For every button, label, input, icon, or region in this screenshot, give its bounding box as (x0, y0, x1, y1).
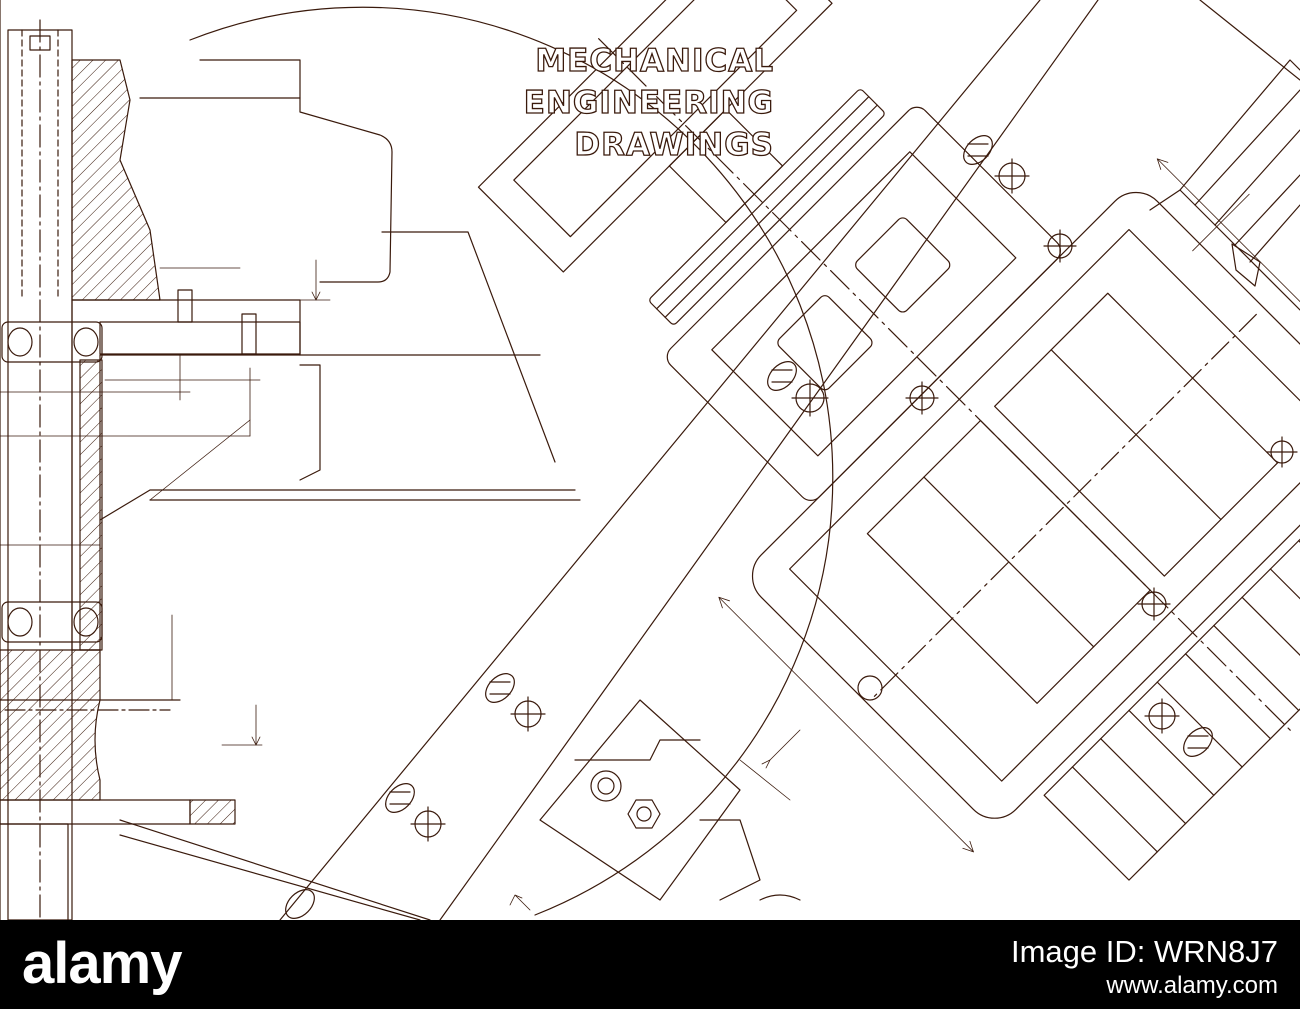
lower-clamp (509, 699, 801, 911)
title-line-1: MECHANICAL (535, 42, 774, 79)
flange-plate (99, 321, 301, 355)
image-id-label: Image ID: WRN8J7 (1010, 934, 1278, 969)
motor-fins (1043, 483, 1300, 881)
stock-watermark-bar: alamy Image ID: WRN8J7 www.alamy.com (0, 920, 1300, 1009)
title-line-2: ENGINEERING (523, 84, 774, 121)
alamy-logo: alamy (22, 931, 182, 996)
i-beam (99, 354, 581, 521)
hatched-housing (71, 59, 161, 301)
hatched-sleeve (79, 359, 103, 651)
drawing-canvas: MECHANICAL ENGINEERING DRAWINGS (0, 0, 1300, 920)
main-housing (751, 191, 1300, 819)
bolt-holes (285, 135, 1298, 919)
motor-head (1149, 59, 1300, 311)
blueprint-drawing (0, 0, 1300, 920)
stock-url: www.alamy.com (1106, 972, 1278, 999)
section-circle (189, 6, 834, 916)
machine-assembly (477, 0, 1300, 881)
left-assembly (0, 0, 834, 920)
title-line-3: DRAWINGS (574, 126, 774, 163)
bearing-lower (1, 601, 103, 643)
bearing-upper (1, 321, 103, 363)
lower-hub (0, 649, 101, 801)
housing-step (381, 231, 556, 463)
diagonal-frame (279, 0, 1300, 920)
drawing-title: MECHANICAL ENGINEERING DRAWINGS (523, 40, 774, 166)
upper-housing (139, 97, 393, 283)
